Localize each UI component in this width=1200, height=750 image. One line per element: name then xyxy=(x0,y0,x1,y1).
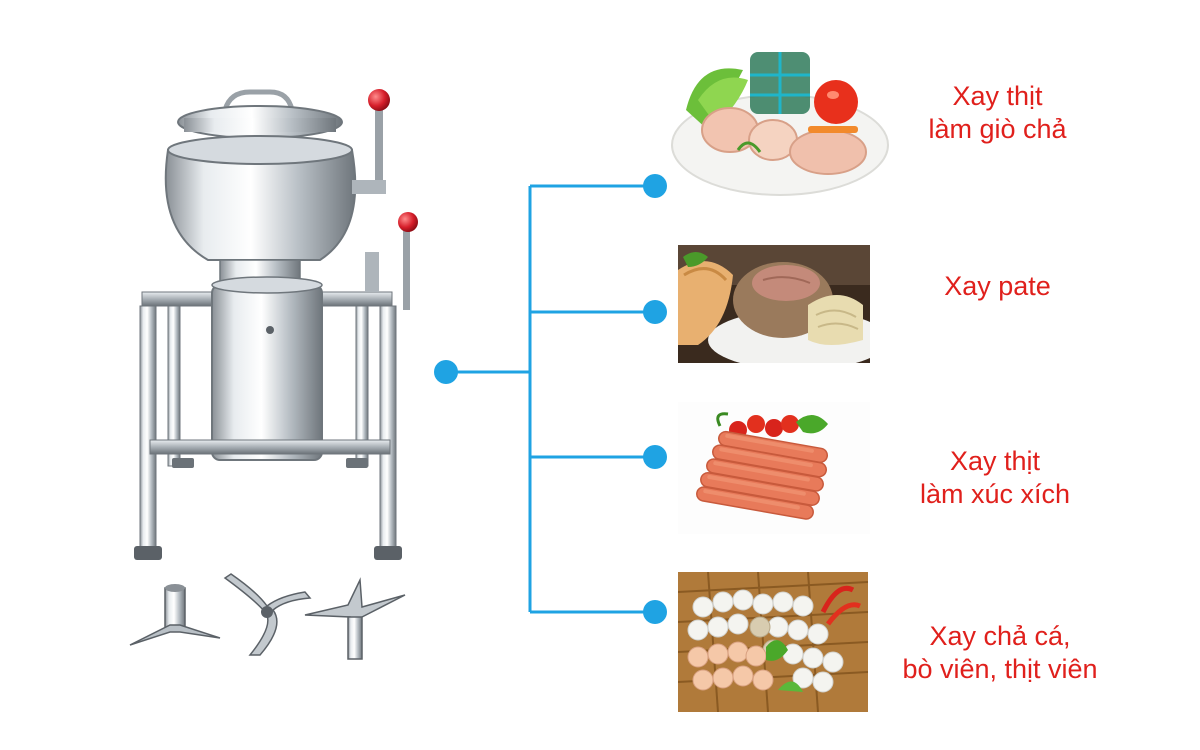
application-label-2: Xay pate xyxy=(944,271,1051,301)
connector-node-root xyxy=(434,360,458,384)
meat-grinder-machine-icon xyxy=(134,89,418,560)
connector-node-1 xyxy=(643,174,667,198)
connector-node-4 xyxy=(643,600,667,624)
sausage-icon xyxy=(678,402,870,534)
application-label-4: Xay chả cá, bò viên, thịt viên xyxy=(902,621,1098,684)
connector-node-3 xyxy=(643,445,667,469)
blade-cross-icon xyxy=(304,577,406,660)
blade-curved-icon xyxy=(223,573,312,656)
meatball-tray-icon xyxy=(678,572,868,712)
blade-straight-icon xyxy=(129,584,221,646)
pate-loaf-icon xyxy=(678,245,870,363)
application-label-3: Xay thịt làm xúc xích xyxy=(919,446,1071,509)
application-label-1: Xay thịt làm giò chả xyxy=(928,81,1067,144)
gio-cha-plate-icon xyxy=(671,52,889,196)
connector-node-2 xyxy=(643,300,667,324)
